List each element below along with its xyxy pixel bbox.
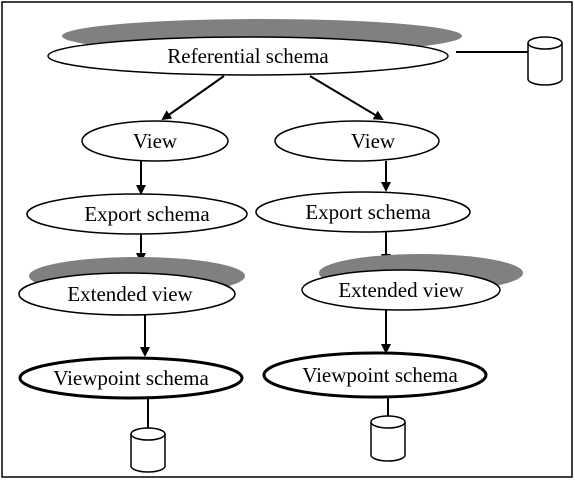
viewpoint-schema-right-label: Viewpoint schema <box>302 363 458 387</box>
database-cylinder-icon <box>527 36 563 86</box>
export-schema-left-label: Export schema <box>84 202 210 226</box>
node-view-right: View <box>274 120 440 162</box>
node-export-schema-right: Export schema <box>255 191 471 233</box>
node-export-schema-left: Export schema <box>26 193 248 235</box>
node-viewpoint-schema-left: Viewpoint schema <box>18 356 244 400</box>
viewpoint-schema-left-label: Viewpoint schema <box>53 366 209 390</box>
connectors <box>136 51 528 428</box>
arrow-ref-to-view-right <box>309 75 384 121</box>
database-cylinder-icon <box>370 415 406 462</box>
node-referential-schema: Referential schema <box>47 36 449 76</box>
node-viewpoint-schema-right: Viewpoint schema <box>262 351 488 399</box>
database-cylinder-icon <box>130 427 166 473</box>
node-extended-view-left: Extended view <box>18 272 236 316</box>
node-extended-view-right: Extended view <box>301 269 501 311</box>
extended-view-left-label: Extended view <box>67 282 193 306</box>
node-view-left: View <box>81 120 229 162</box>
view-right-label: View <box>351 129 396 153</box>
view-left-label: View <box>133 129 178 153</box>
referential-schema-label: Referential schema <box>167 44 329 68</box>
export-schema-right-label: Export schema <box>305 200 431 224</box>
arrow-ref-to-view-left <box>161 75 225 121</box>
extended-view-right-label: Extended view <box>338 278 464 302</box>
